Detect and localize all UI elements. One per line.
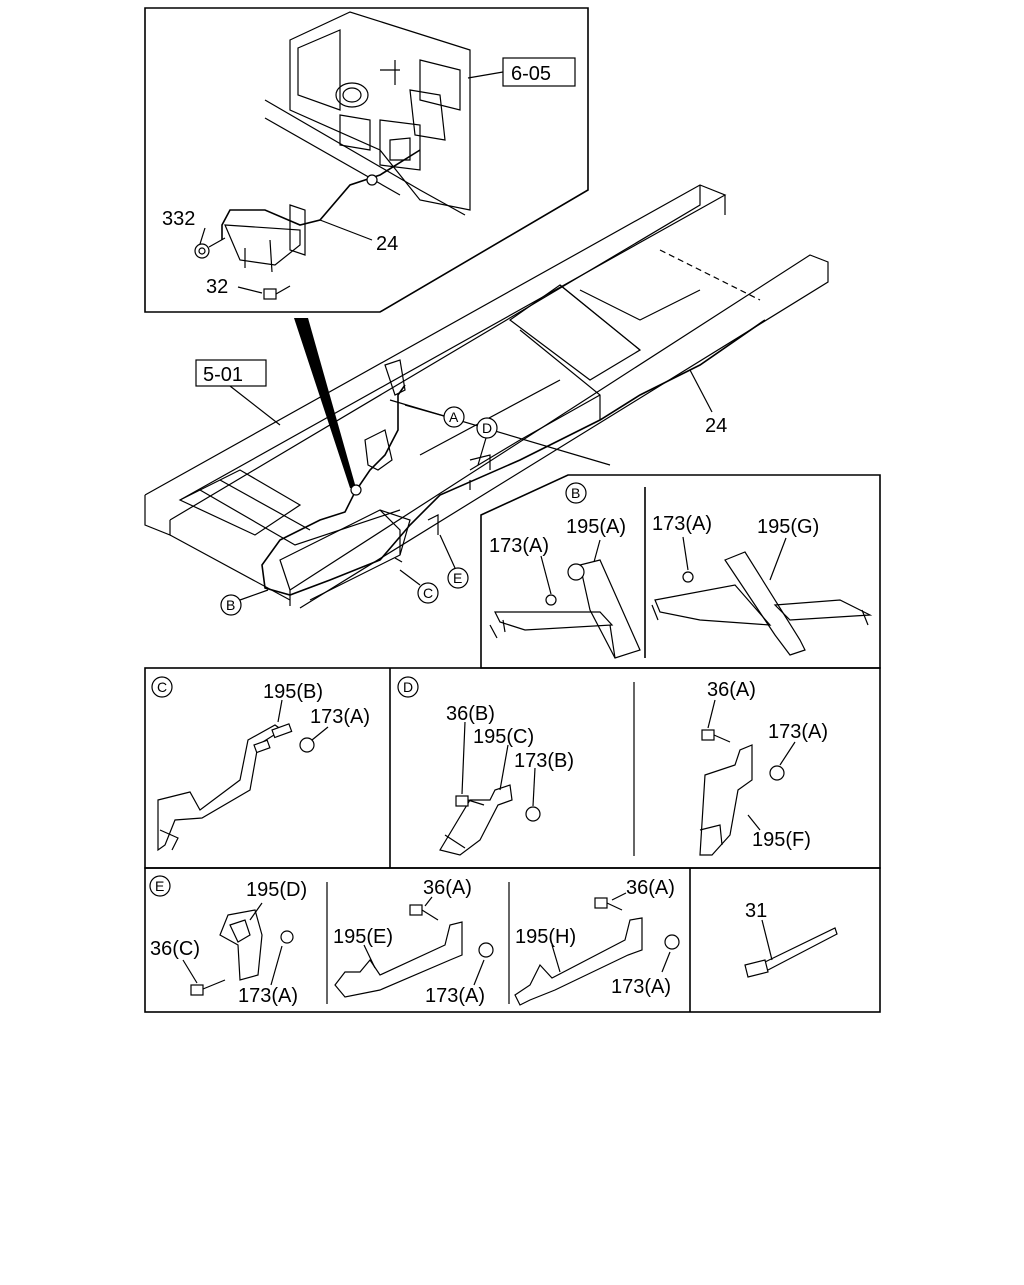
label-e-31: 31 (745, 900, 767, 922)
panel-c-marker-label: C (157, 679, 167, 695)
panel-e-marker (149, 875, 171, 897)
label-e-173a-3: 173(A) (611, 976, 671, 998)
ref-5-01-label: 5-01 (203, 364, 243, 386)
label-b-173a-right: 173(A) (652, 513, 712, 535)
marker-a-label: A (449, 409, 459, 425)
label-e-195d: 195(D) (246, 879, 307, 901)
label-e-36a-3: 36(A) (626, 877, 675, 899)
panel-d-marker-label: D (403, 679, 413, 695)
cable-junction (364, 429, 393, 471)
label-d-195f: 195(F) (752, 829, 811, 851)
panel-d-marker (397, 676, 419, 698)
label-d-173b: 173(B) (514, 750, 574, 772)
marker-e-label: E (453, 570, 462, 586)
label-332: 332 (162, 208, 195, 230)
cable-tie-31-drawing (744, 927, 838, 978)
label-d-36a: 36(A) (707, 679, 756, 701)
panel-e-row: E 195(D) 36(C) 173(A) 36(A) 195(E) 173(A… (144, 867, 881, 1013)
panel-b-border (480, 474, 881, 669)
label-e-195h: 195(H) (515, 926, 576, 948)
marker-b (220, 594, 242, 616)
row-e-border (144, 867, 881, 1013)
bolt-32-icon (263, 285, 291, 300)
bracket-195g-drawing (651, 551, 873, 656)
label-e-36a-2: 36(A) (423, 877, 472, 899)
marker-a (443, 406, 465, 428)
label-24-frame: 24 (705, 415, 727, 437)
label-d-195c: 195(C) (473, 726, 534, 748)
label-24-inset: 24 (376, 233, 398, 255)
label-e-173a-1: 173(A) (238, 985, 298, 1007)
inset-bracket (224, 224, 301, 266)
ref-box-5-01 (195, 359, 267, 387)
label-d-173a: 173(A) (768, 721, 828, 743)
marker-c (417, 582, 439, 604)
leader-wedge (294, 318, 356, 488)
label-b-195a: 195(A) (566, 516, 626, 538)
cable-clip-icon (366, 174, 378, 186)
bracket-195e-drawing (334, 904, 494, 998)
panel-b-marker-label: B (571, 485, 580, 501)
bracket-195b-drawing (157, 723, 315, 852)
marker-c-label: C (423, 585, 433, 601)
panel-b: B 173(A) 195(A) 173(A) 195(G) (480, 474, 881, 669)
bracket-195f-drawing (699, 729, 785, 856)
bracket-195d-drawing (190, 909, 294, 996)
label-c-195b: 195(B) (263, 681, 323, 703)
bracket-195h-drawing (514, 897, 680, 1006)
label-c-173a: 173(A) (310, 706, 370, 728)
marker-e (447, 567, 469, 589)
panel-c-d-row: C 195(B) 173(A) D 36(B) 195(C) 173(B) (144, 667, 881, 869)
inset-engine-bay: 6-05 332 24 32 (144, 7, 589, 313)
label-32: 32 (206, 276, 228, 298)
panel-c-marker (151, 676, 173, 698)
panel-e-marker-label: E (155, 878, 164, 894)
bracket-195a-drawing (489, 559, 641, 659)
label-e-173a-2: 173(A) (425, 985, 485, 1007)
chassis-frame-drawing: 5-01 24 A D E C B (144, 184, 829, 616)
panel-b-marker (565, 482, 587, 504)
label-d-36b: 36(B) (446, 703, 495, 725)
label-b-195g: 195(G) (757, 516, 819, 538)
frame-cable (261, 319, 766, 596)
inset-border (144, 7, 589, 313)
bracket-195c-drawing (439, 784, 541, 856)
label-b-173a-left: 173(A) (489, 535, 549, 557)
nut-332-icon (194, 237, 226, 259)
label-e-36c: 36(C) (150, 938, 200, 960)
marker-b-label: B (226, 597, 235, 613)
marker-d-label: D (482, 420, 492, 436)
marker-d (476, 417, 498, 439)
ref-6-05-label: 6-05 (511, 63, 551, 85)
firewall-panel-drawing (264, 11, 471, 216)
label-e-195e: 195(E) (333, 926, 393, 948)
